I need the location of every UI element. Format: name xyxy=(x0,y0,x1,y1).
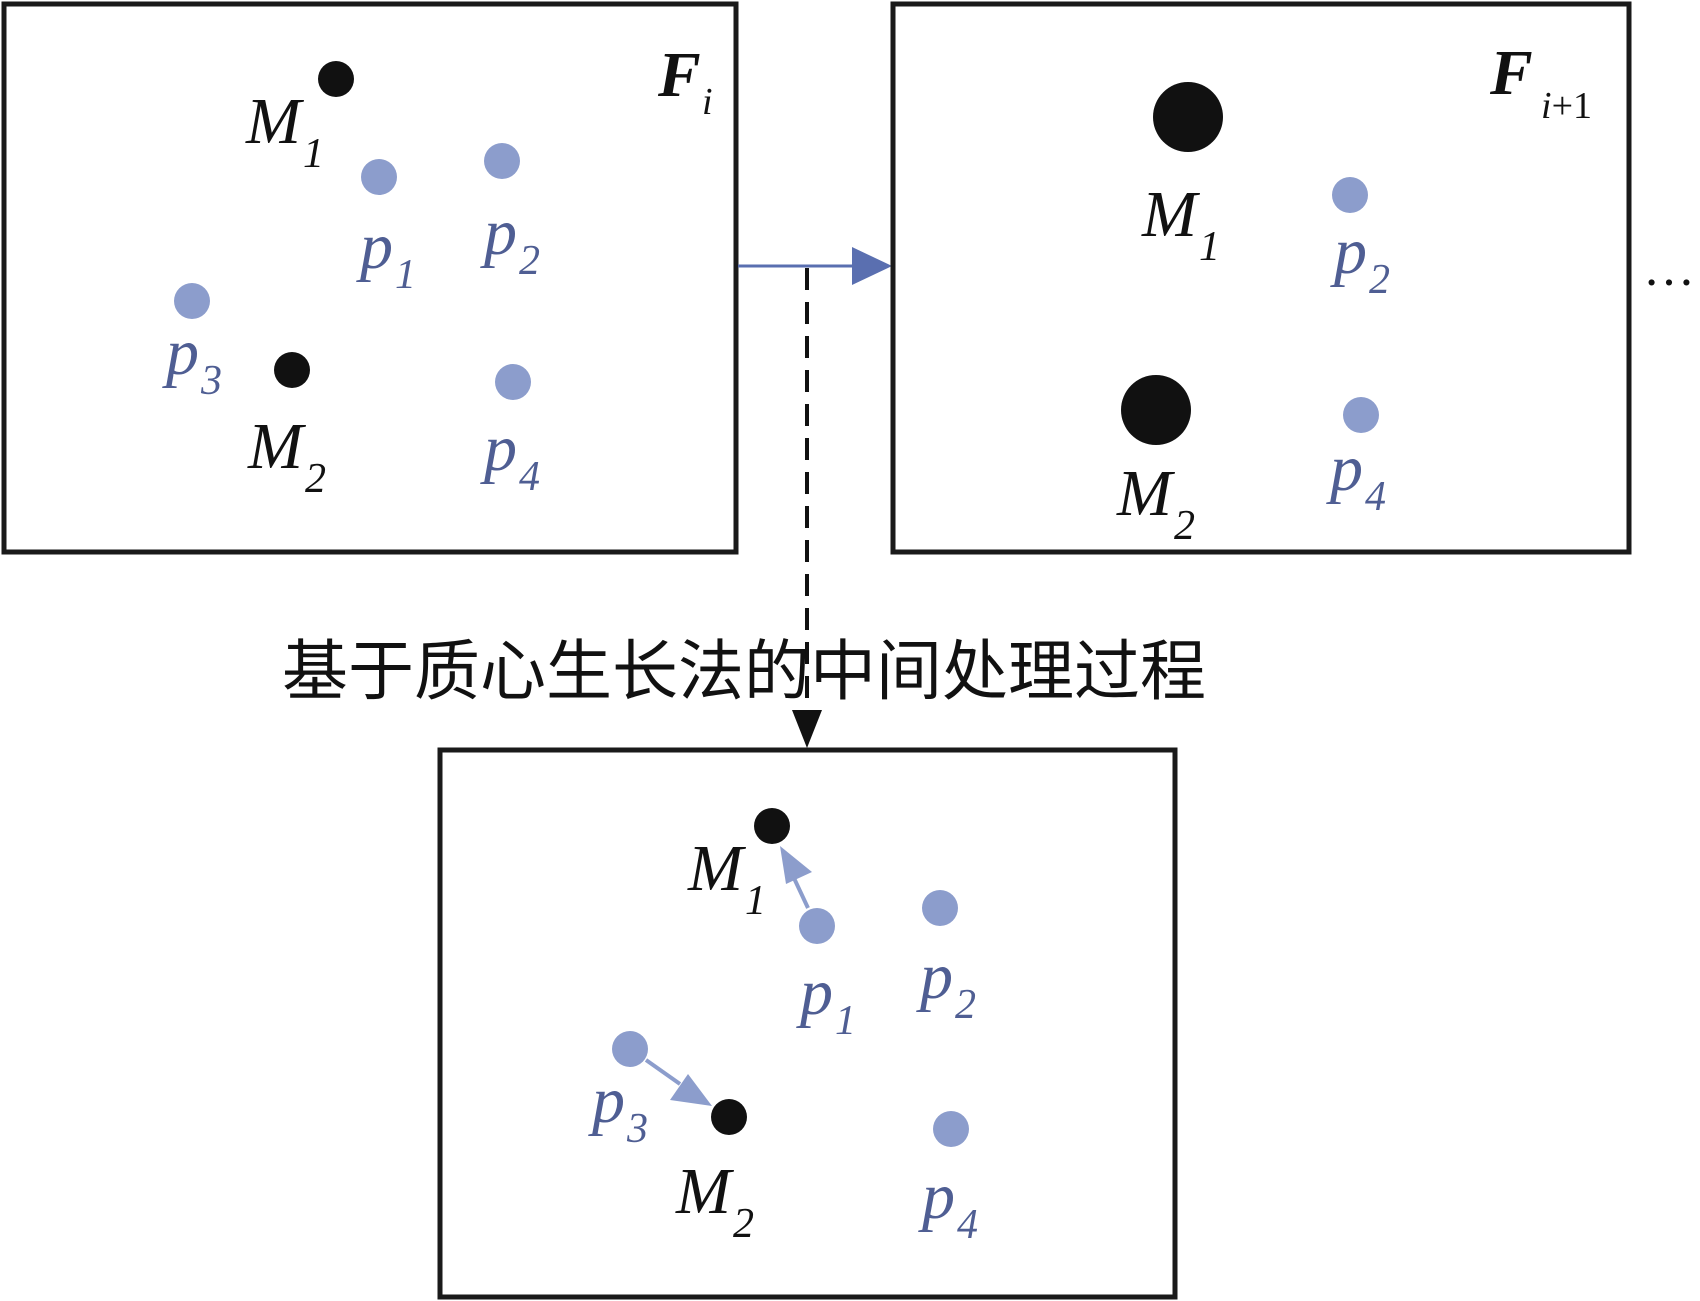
centroid-m2-dot xyxy=(711,1099,747,1135)
label-p4: p4 xyxy=(1326,432,1386,520)
centroid-m1-dot xyxy=(1153,82,1223,152)
label-p1: p1 xyxy=(796,956,856,1044)
move-arrow-p3-to-m2 xyxy=(644,1058,712,1106)
move-arrow-p3-head xyxy=(670,1074,712,1106)
move-arrow-p1-head xyxy=(780,846,812,884)
label-p4: p4 xyxy=(918,1160,978,1248)
point-p1-dot xyxy=(799,908,835,944)
label-m2: M2 xyxy=(675,1155,754,1247)
arrow-intermediate-head xyxy=(792,710,822,748)
label-p2: p2 xyxy=(1330,215,1390,303)
point-p2-dot xyxy=(922,890,958,926)
diagram-caption: 基于质心生长法的中间处理过程 xyxy=(282,633,1206,710)
frame-i-subscript: i xyxy=(702,81,713,123)
frame-i-title: F xyxy=(657,39,701,110)
point-p3-dot xyxy=(612,1031,648,1067)
arrow-frame-transition xyxy=(738,247,892,285)
point-p3-dot xyxy=(174,283,210,319)
frame-i-border xyxy=(1,1,739,555)
panel-frame-i1: F i+1 M1 M2 p2 p4 xyxy=(890,1,1632,555)
panel-intermediate: M1 M2 p1 p2 p3 p4 xyxy=(437,747,1178,1300)
point-p4-dot xyxy=(933,1111,969,1147)
label-p3: p3 xyxy=(162,316,222,404)
centroid-m2-dot xyxy=(1121,375,1191,445)
label-p3: p3 xyxy=(588,1064,648,1152)
intermediate-border xyxy=(437,747,1178,1300)
arrow-frame-transition-head xyxy=(852,247,892,285)
label-p4: p4 xyxy=(480,412,540,500)
point-p4-dot xyxy=(495,364,531,400)
label-m1: M1 xyxy=(687,832,766,924)
panel-frame-i: F i M1 M2 p1 p2 p3 p4 xyxy=(1,1,739,555)
label-p1: p1 xyxy=(356,210,416,298)
point-p1-dot xyxy=(361,159,397,195)
centroid-m2-dot xyxy=(274,352,310,388)
continuation-ellipsis: … xyxy=(1643,240,1695,297)
frame-i1-subscript: i+1 xyxy=(1541,85,1592,127)
label-m2: M2 xyxy=(1116,457,1195,549)
move-arrow-p3-line xyxy=(644,1058,682,1086)
point-p2-dot xyxy=(484,143,520,179)
label-p2: p2 xyxy=(916,940,976,1028)
move-arrow-p1-to-m1 xyxy=(780,846,812,909)
label-m2: M2 xyxy=(247,410,326,502)
label-m1: M1 xyxy=(245,85,324,177)
point-p2-dot xyxy=(1332,177,1368,213)
move-arrow-p1-line xyxy=(791,875,810,909)
arrow-intermediate xyxy=(792,268,822,748)
point-p4-dot xyxy=(1343,397,1379,433)
centroid-m1-dot xyxy=(318,61,354,97)
frame-i1-border xyxy=(890,1,1632,555)
label-m1: M1 xyxy=(1141,178,1220,270)
centroid-m1-dot xyxy=(754,808,790,844)
label-p2: p2 xyxy=(480,196,540,284)
frame-i1-title: F xyxy=(1489,37,1533,108)
